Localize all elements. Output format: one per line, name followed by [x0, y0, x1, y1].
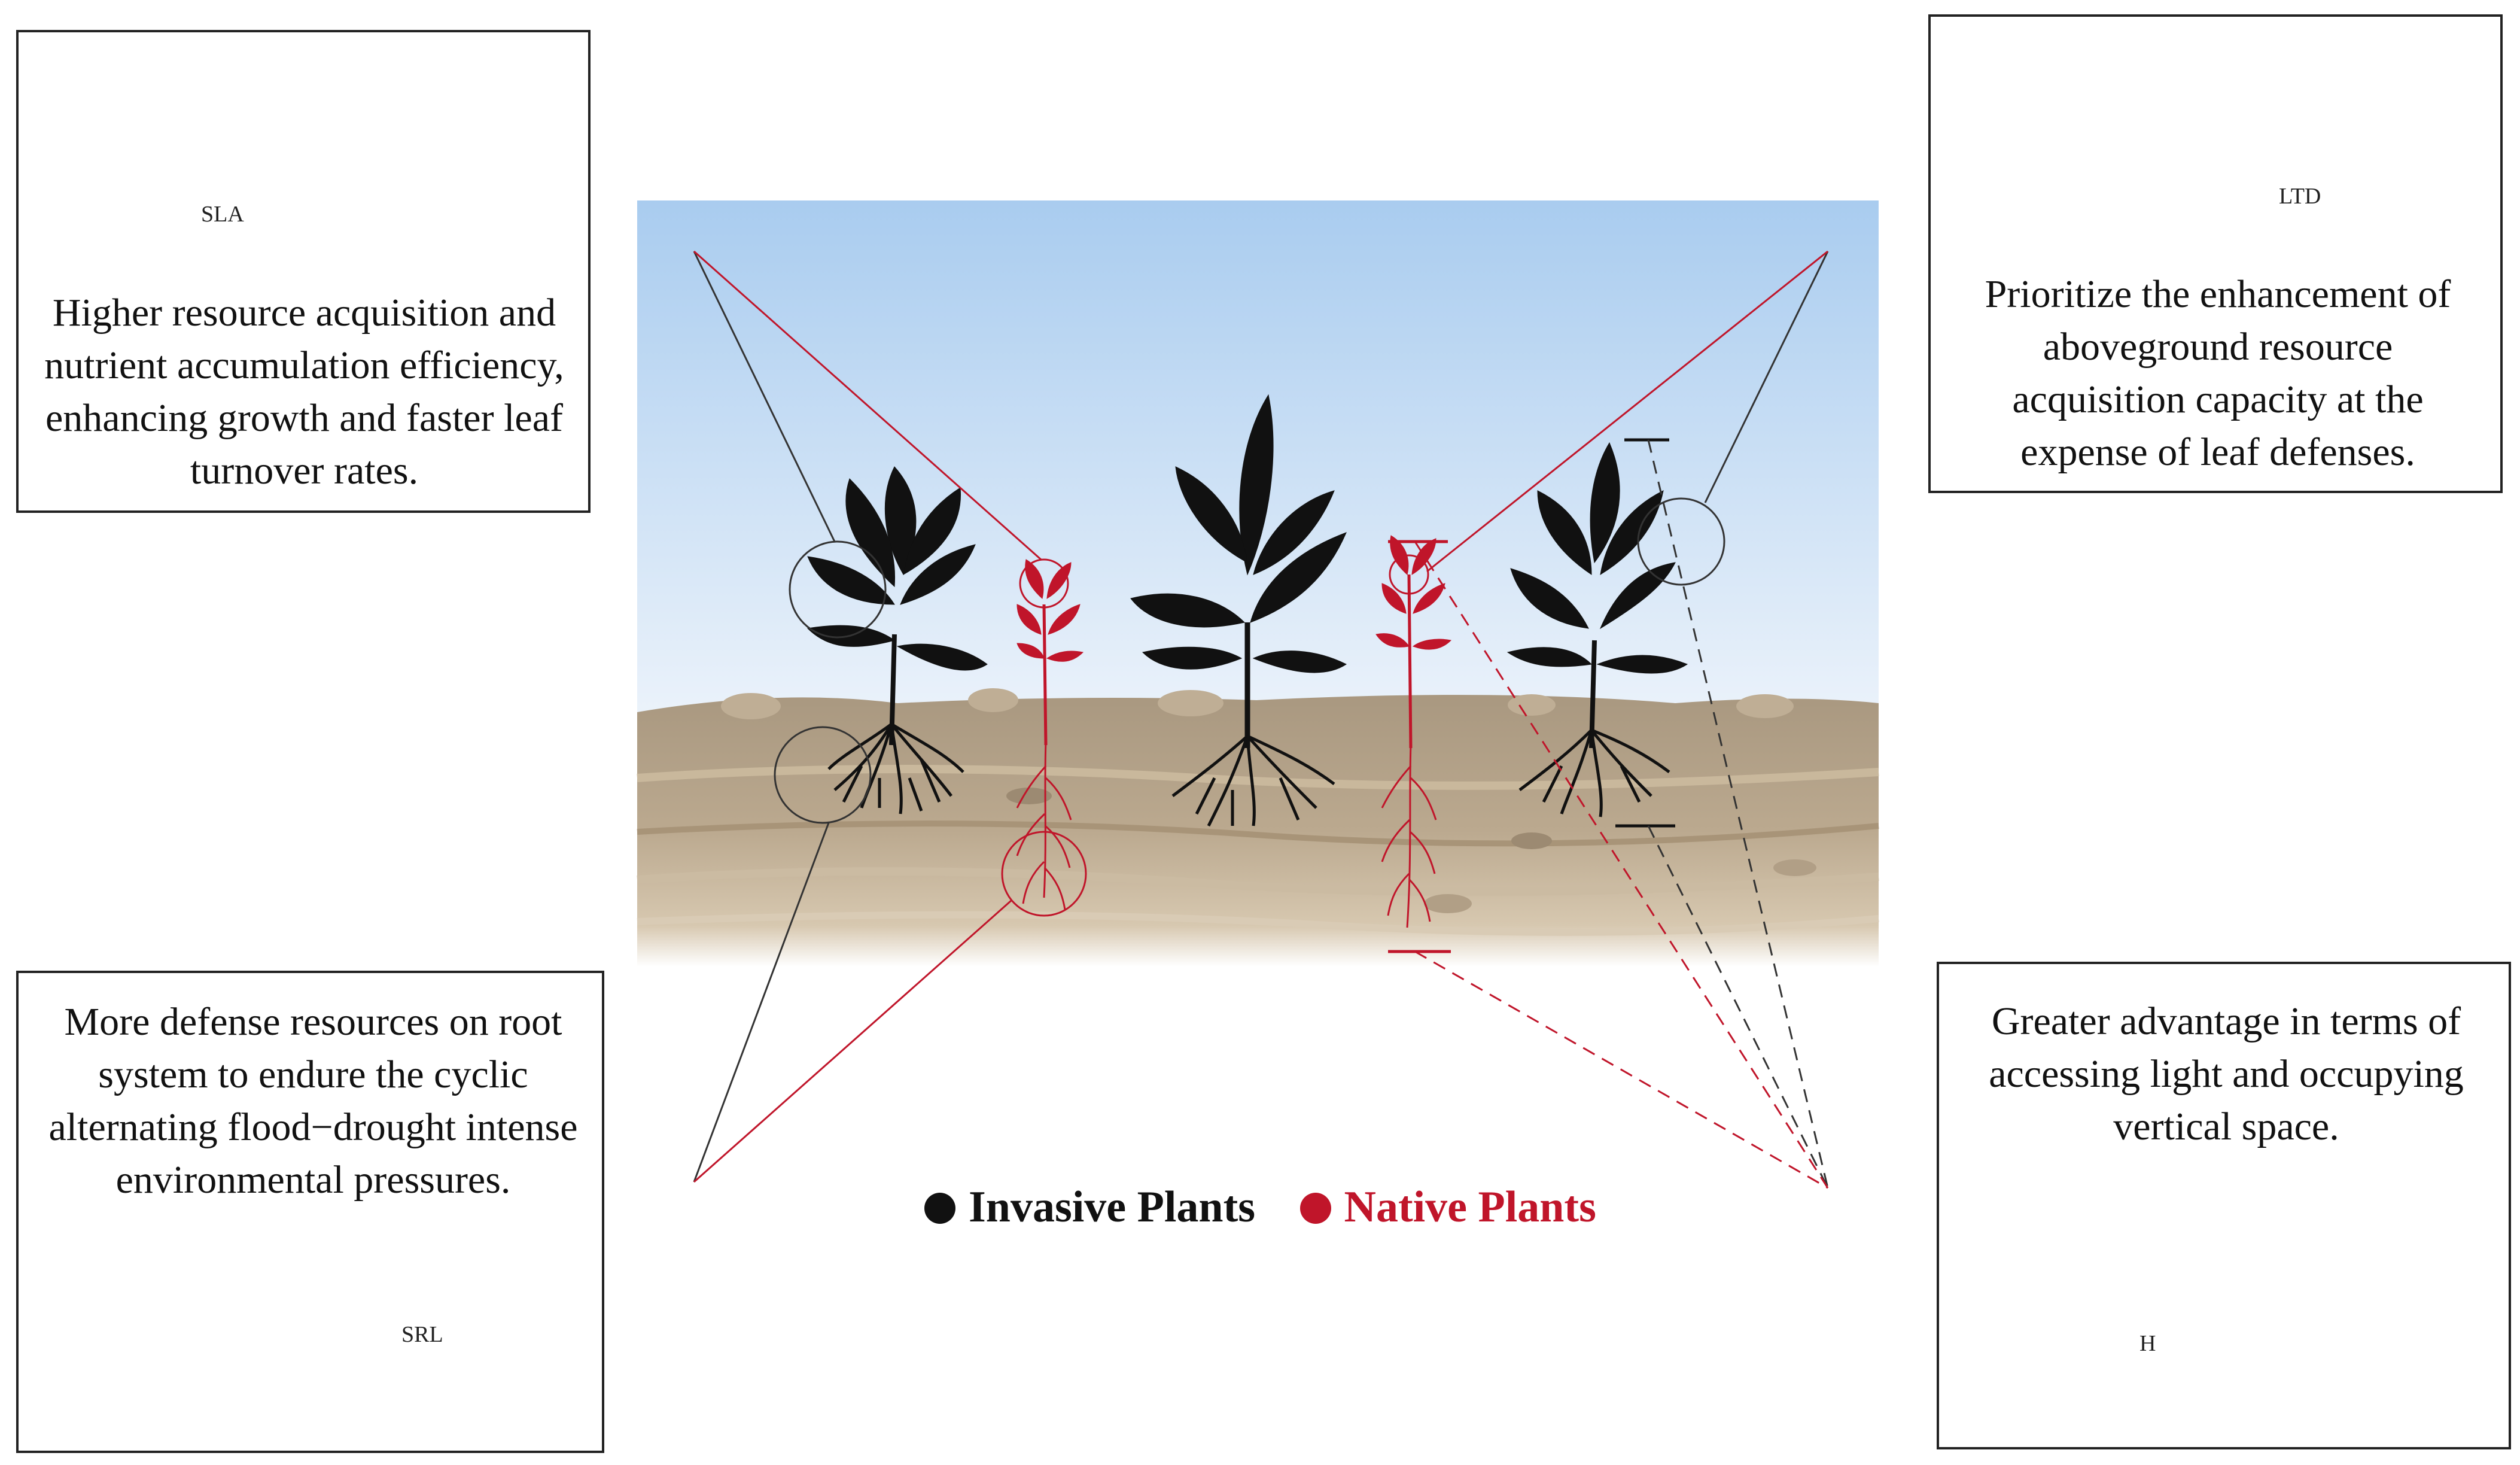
panel-top-left: SLA Higher resource acquisition and nutr…	[16, 30, 591, 513]
trait-label-sla: SLA	[201, 202, 244, 227]
trait-label-ltd: LTD	[2279, 184, 2321, 209]
native-leaf-zoom-circle-right	[1389, 554, 1429, 595]
invasive-dot-icon	[924, 1193, 955, 1224]
panel-top-left-text: Higher resource acquisition and nutrient…	[44, 291, 564, 493]
legend: Invasive Plants Native Plants	[924, 1182, 1630, 1233]
invasive-root-icon	[827, 722, 964, 814]
native-leaf-zoom-circle	[1019, 558, 1069, 609]
panel-bottom-left-text: More defense resources on root system to…	[48, 1000, 578, 1202]
panel-top-right: LTD Prioritize the enhancement of aboveg…	[1928, 14, 2503, 493]
legend-label-native: Native Plants	[1344, 1183, 1596, 1232]
legend-item-native: Native Plants	[1299, 1182, 1596, 1233]
panel-bottom-left: More defense resources on root system to…	[16, 971, 604, 1453]
invasive-plant-icon	[1506, 442, 1688, 817]
native-root-zoom-circle	[1001, 831, 1087, 917]
native-root-icon	[1016, 741, 1072, 910]
invasive-plant-icon	[1130, 394, 1347, 827]
panel-bottom-right: Greater advantage in terms of accessing …	[1937, 962, 2511, 1449]
leaf-zoom-circle	[789, 540, 887, 639]
legend-item-invasive: Invasive Plants	[924, 1182, 1255, 1233]
trait-label-srl: SRL	[401, 1322, 443, 1347]
legend-label-invasive: Invasive Plants	[969, 1183, 1256, 1232]
scene	[637, 200, 1879, 966]
callout-lines	[693, 250, 1829, 1189]
invasive-root-icon	[1171, 734, 1335, 827]
soil	[637, 695, 1879, 966]
panel-bottom-right-text: Greater advantage in terms of accessing …	[1989, 999, 2464, 1148]
leaf-zoom-circle-right	[1637, 497, 1725, 586]
native-root-icon	[1381, 744, 1437, 928]
trait-label-h: H	[2139, 1331, 2156, 1356]
root-zoom-circle	[774, 726, 872, 824]
native-plant-icon	[1016, 559, 1084, 910]
panel-top-right-text: Prioritize the enhancement of abovegroun…	[1985, 272, 2451, 474]
invasive-plant-icon	[806, 466, 988, 814]
native-dot-icon	[1299, 1193, 1331, 1224]
native-plant-icon	[1375, 535, 1452, 928]
